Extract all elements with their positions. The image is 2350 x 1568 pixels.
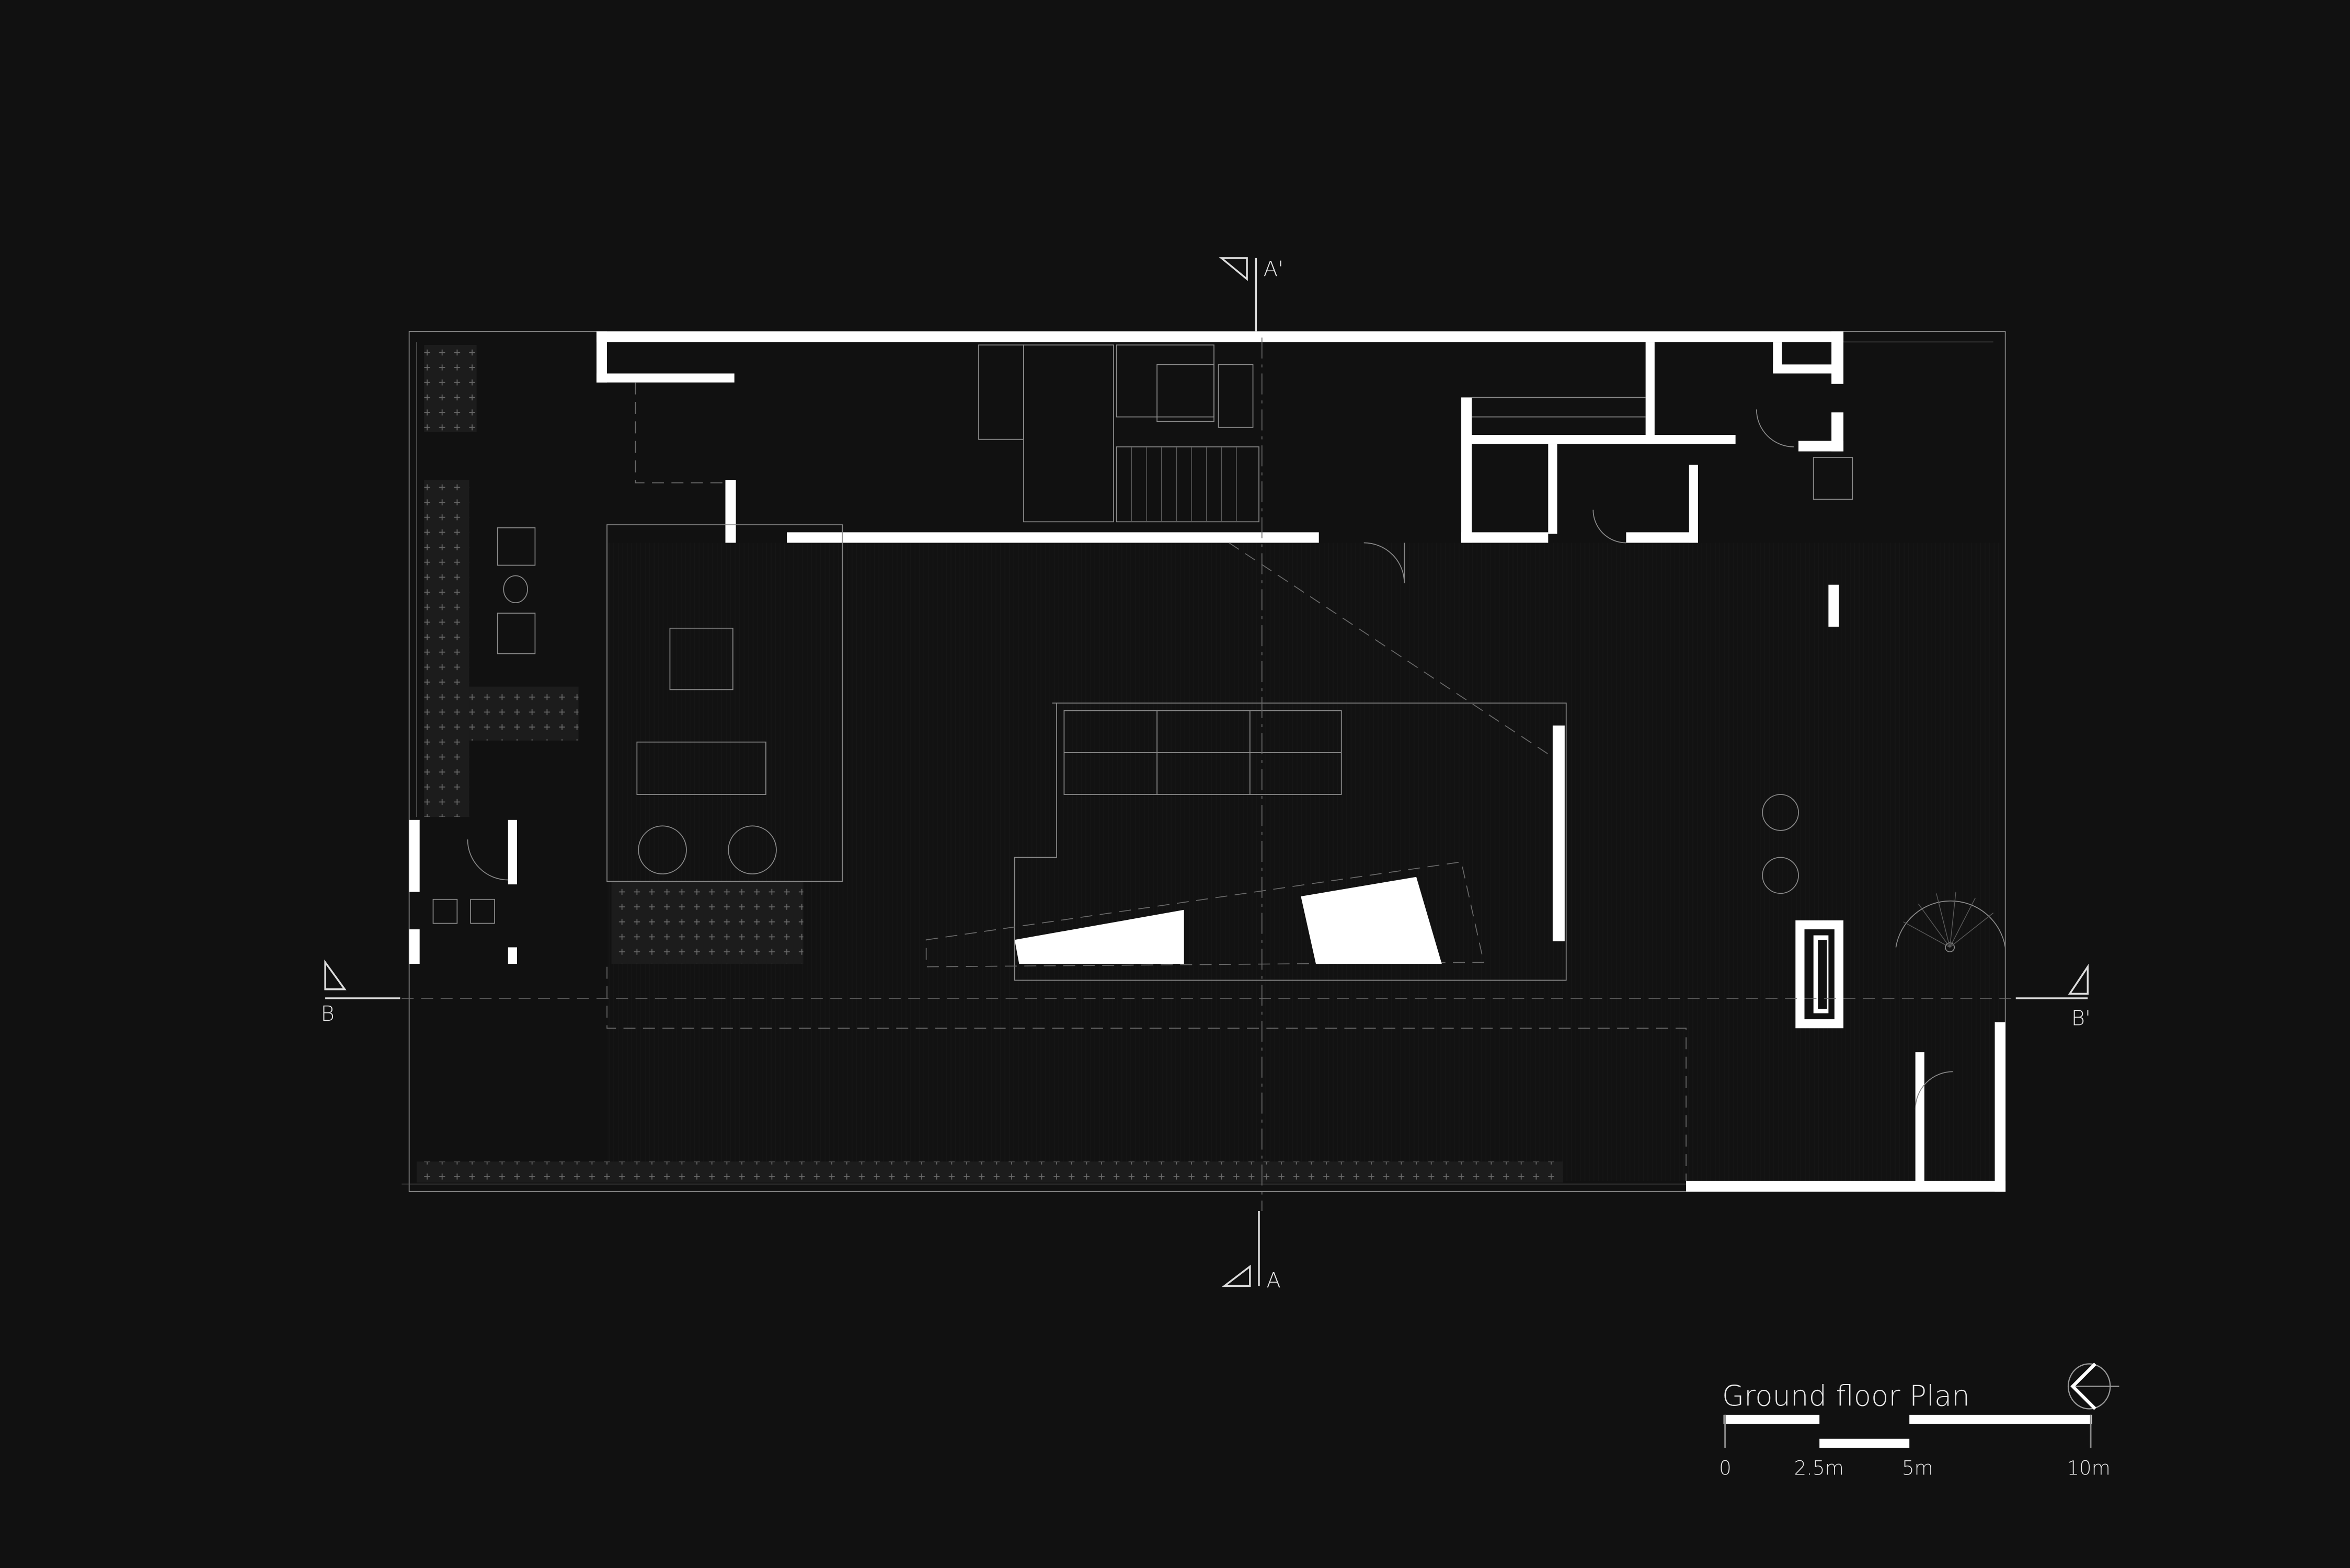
skylight-right	[1301, 877, 1442, 964]
section-label-b-right: B'	[2071, 1007, 2091, 1031]
section-marker-b-right: B'	[2015, 964, 2091, 1031]
scale-label-0: 0	[1719, 1457, 1732, 1480]
section-marker-a-top: A'	[1219, 257, 1283, 332]
plan-title: Ground floor Plan	[1722, 1379, 1970, 1413]
interior-lines	[402, 337, 2016, 1212]
stair	[1116, 446, 1259, 523]
north-arrow-icon	[2067, 1363, 2119, 1410]
section-label-b-left: B	[320, 1002, 334, 1026]
scale-label-5m: 5m	[1902, 1457, 1933, 1480]
section-label-a-top: A'	[1264, 257, 1283, 281]
walls	[409, 331, 2005, 1192]
scale-label-2-5m: 2.5m	[1794, 1457, 1844, 1480]
section-marker-a-bottom: A	[1222, 1211, 1281, 1293]
scale-label-10m: 10m	[2067, 1457, 2111, 1480]
section-label-a-bottom: A	[1266, 1269, 1280, 1293]
section-marker-b-left: B	[320, 959, 400, 1026]
planters	[416, 345, 1563, 1183]
skylight-left	[1014, 909, 1184, 964]
scale-bar: 0 2.5m 5m 10m	[1719, 1414, 2111, 1480]
